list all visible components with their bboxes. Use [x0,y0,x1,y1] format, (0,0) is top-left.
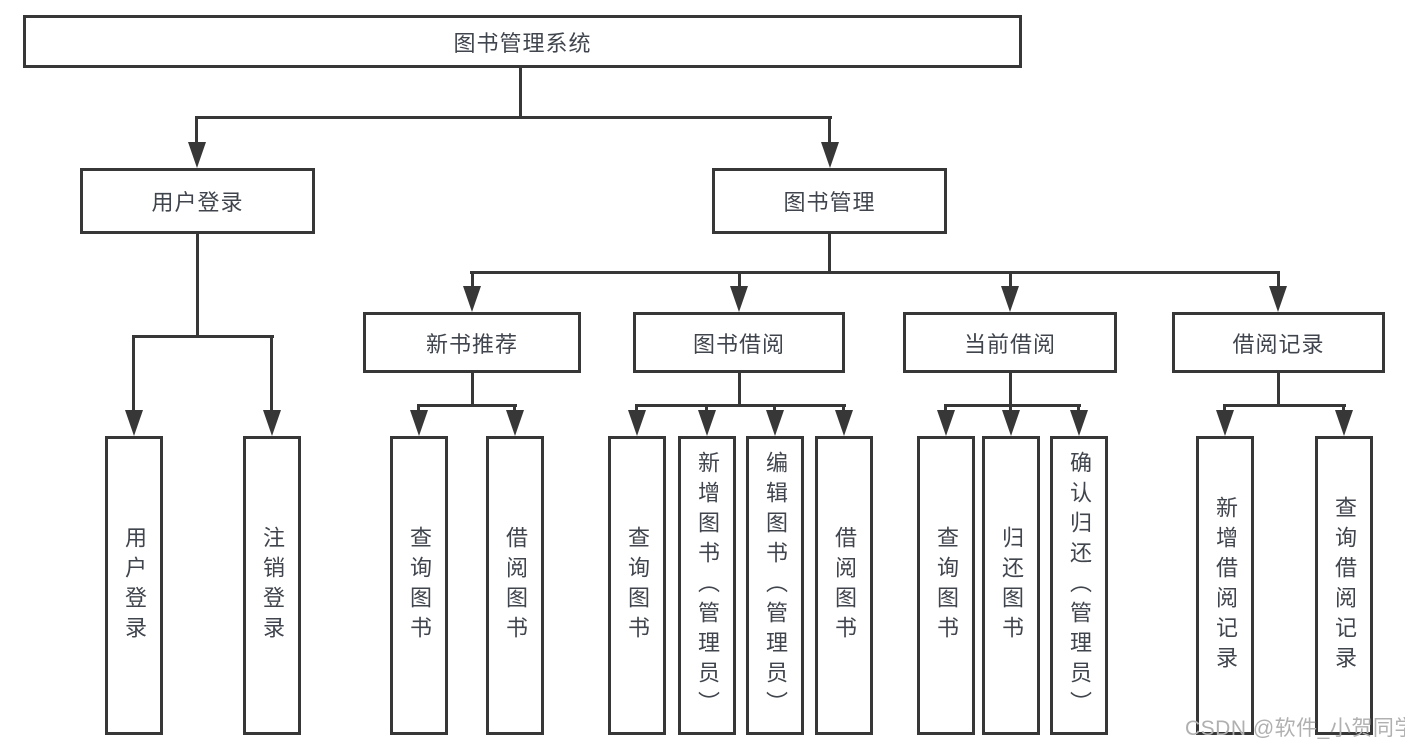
connector-line [1009,404,1012,413]
connector-line [417,404,420,413]
leaf-borrow-books-recommend: 借阅图书 [486,436,544,735]
connector-line [635,404,638,413]
connector-line [513,404,516,413]
node-book-management-label: 图书管理 [783,190,876,215]
leaf-edit-book-admin: 编辑图书（管理员） [746,436,804,735]
leaf-label: 确认归还（管理员） [1067,450,1092,721]
arrowhead-down-icon [1001,286,1019,312]
connector-line [417,404,517,407]
leaf-add-book-admin: 新增图书（管理员） [678,436,736,735]
connector-book-mgmt-drop [828,234,831,274]
connector-line [944,404,947,413]
arrowhead-down-icon [698,410,716,436]
arrowhead-down-icon [506,410,524,436]
connector-line [1223,404,1346,407]
connector-root-split [196,116,832,119]
connector-line [738,271,741,288]
arrowhead-down-icon [263,410,281,436]
connector-line [1342,404,1345,413]
connector-line [944,404,1081,407]
node-current-borrowing-label: 当前借阅 [963,331,1056,357]
leaf-label: 查询借阅记录 [1332,495,1357,676]
connector-line [195,116,198,144]
leaf-confirm-return-admin: 确认归还（管理员） [1050,436,1108,735]
arrowhead-down-icon [1335,410,1353,436]
connector-user-login-drop [196,234,199,337]
node-borrow-records-label: 借阅记录 [1232,331,1325,357]
node-user-login: 用户登录 [80,168,315,234]
connector-line [705,404,708,413]
node-user-login-label: 用户登录 [151,190,244,215]
arrowhead-down-icon [188,142,206,168]
leaf-query-books-borrowing: 查询图书 [608,436,666,735]
leaf-user-login-label: 用户登录 [122,525,147,646]
arrowhead-down-icon [937,410,955,436]
leaf-return-book: 归还图书 [982,436,1040,735]
arrowhead-down-icon [730,286,748,312]
connector-line [1009,371,1012,407]
node-book-borrowing: 图书借阅 [633,312,845,373]
leaf-label: 查询图书 [625,525,650,646]
leaf-label: 借阅图书 [503,525,528,646]
connector-line [635,404,846,407]
leaf-logout-label: 注销登录 [260,525,285,646]
connector-line [1077,404,1080,413]
connector-line [1277,371,1280,407]
leaf-query-books-recommend: 查询图书 [390,436,448,735]
node-borrow-records: 借阅记录 [1172,312,1385,373]
leaf-user-login: 用户登录 [105,436,163,735]
leaf-query-borrow-record: 查询借阅记录 [1315,436,1373,735]
arrowhead-down-icon [766,410,784,436]
connector-line [1277,271,1280,288]
connector-line [828,116,831,144]
leaf-borrow-books-borrowing: 借阅图书 [815,436,873,735]
arrowhead-down-icon [821,142,839,168]
leaf-label: 新增借阅记录 [1213,495,1238,676]
connector-line [842,404,845,413]
leaf-label: 借阅图书 [832,525,857,646]
watermark: CSDN @软件_小贺同学 [1185,717,1405,740]
node-root-label: 图书管理系统 [453,30,592,56]
connector-line [132,335,135,412]
connector-line [738,371,741,407]
arrowhead-down-icon [1070,410,1088,436]
arrowhead-down-icon [628,410,646,436]
leaf-query-books-current: 查询图书 [917,436,975,735]
connector-book-mgmt-split [470,271,1280,274]
leaf-label: 查询图书 [407,525,432,646]
connector-line [471,271,474,288]
connector-line [270,335,273,412]
node-book-borrowing-label: 图书借阅 [692,331,785,357]
node-root: 图书管理系统 [23,15,1022,68]
arrowhead-down-icon [1269,286,1287,312]
arrowhead-down-icon [1002,410,1020,436]
node-new-book-recommend-label: 新书推荐 [425,331,518,357]
connector-line [773,404,776,413]
connector-line [1009,271,1012,288]
leaf-label: 查询图书 [934,525,959,646]
leaf-label: 编辑图书（管理员） [763,450,788,721]
connector-line [1223,404,1226,413]
node-new-book-recommend: 新书推荐 [363,312,581,373]
leaf-label: 归还图书 [999,525,1024,646]
node-current-borrowing: 当前借阅 [903,312,1117,373]
arrowhead-down-icon [1216,410,1234,436]
leaf-label: 新增图书（管理员） [695,450,720,721]
arrowhead-down-icon [463,286,481,312]
leaf-add-borrow-record: 新增借阅记录 [1196,436,1254,735]
node-book-management: 图书管理 [712,168,947,234]
connector-line [471,371,474,407]
connector-root-drop [519,66,522,118]
arrowhead-down-icon [835,410,853,436]
leaf-logout: 注销登录 [243,436,301,735]
arrowhead-down-icon [410,410,428,436]
arrowhead-down-icon [125,410,143,436]
connector-user-login-split [132,335,274,338]
